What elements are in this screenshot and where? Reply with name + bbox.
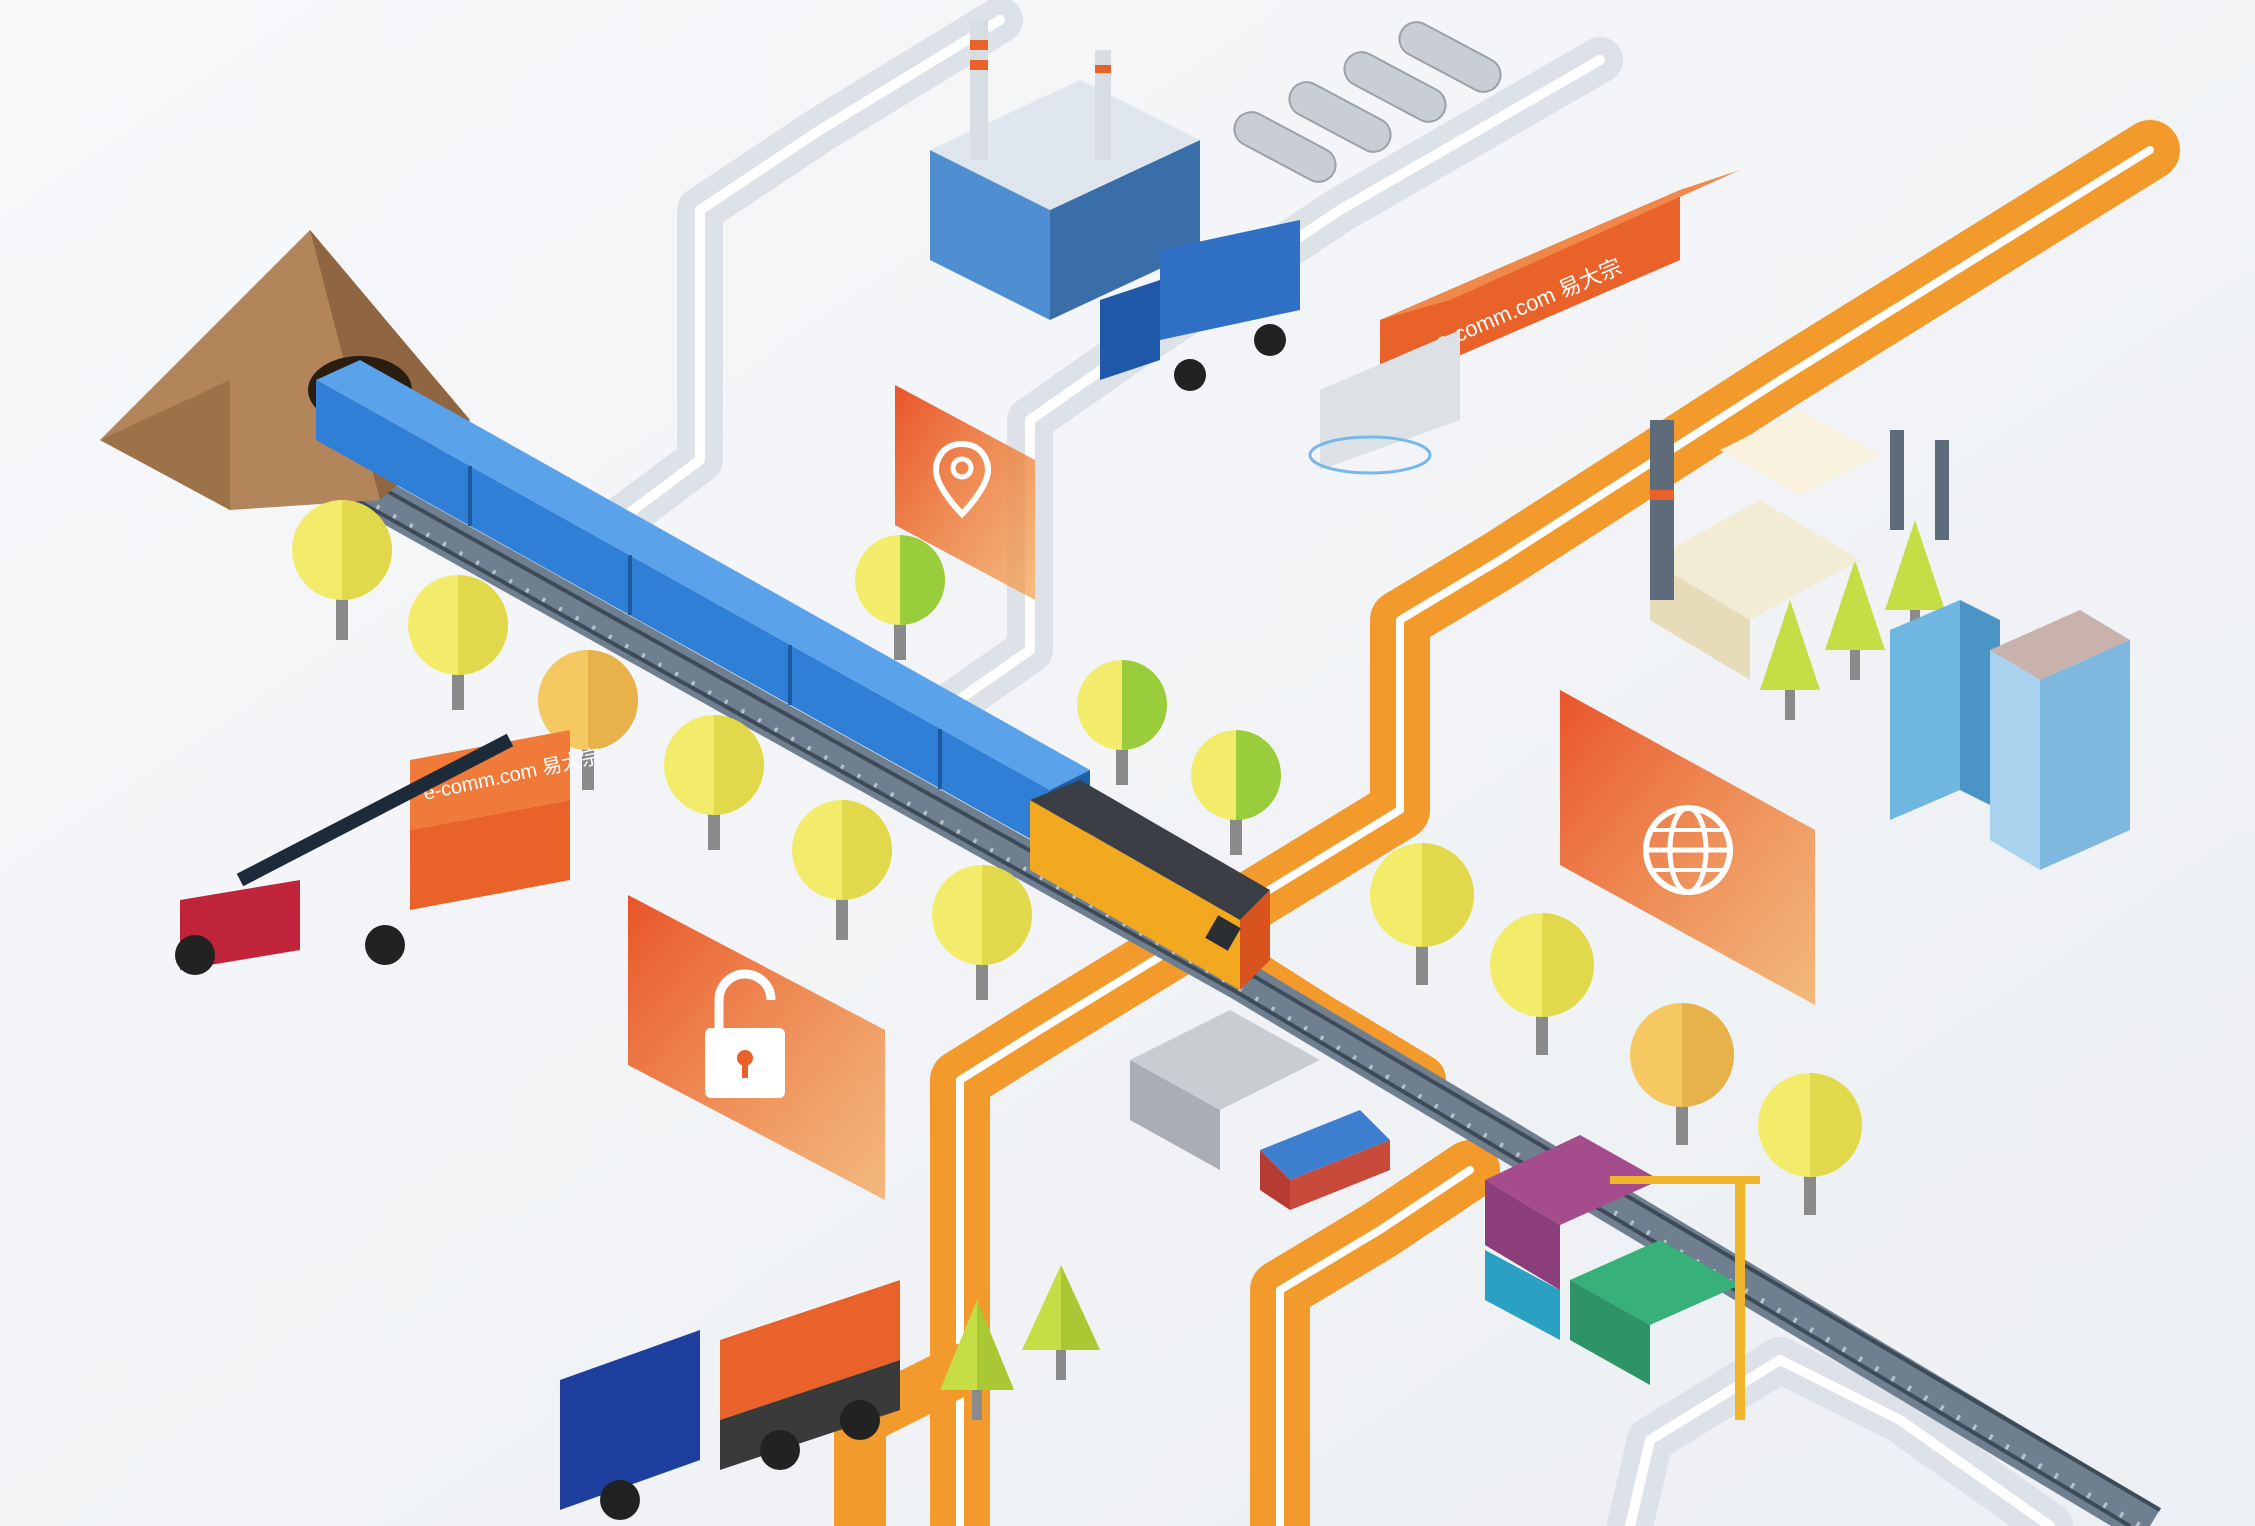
tree <box>855 535 945 660</box>
industrial-city <box>1650 410 2130 870</box>
tree <box>1370 843 1474 985</box>
global-panel[interactable] <box>1560 690 1815 1005</box>
tree <box>1490 913 1594 1055</box>
tree <box>538 650 638 790</box>
power-plant <box>930 20 1200 320</box>
locomotive <box>1030 780 1270 990</box>
tree <box>1077 660 1167 785</box>
tree <box>1630 1003 1734 1145</box>
pine-trees <box>940 520 1945 1420</box>
tree <box>664 715 764 850</box>
grey-road-network <box>597 0 2073 1526</box>
trees <box>292 500 1862 1215</box>
tree <box>932 865 1032 1000</box>
container-semi-truck <box>560 1280 900 1520</box>
tree <box>1758 1073 1862 1215</box>
location-panel[interactable] <box>895 385 1035 600</box>
steel-pipes <box>1233 21 1502 183</box>
dump-truck <box>1100 220 1300 391</box>
warehouse-buildings <box>1130 1010 1390 1210</box>
container-yard <box>1485 1135 1760 1420</box>
location-pin-icon <box>932 440 992 519</box>
padlock-icon <box>705 969 785 1098</box>
security-panel[interactable] <box>628 895 885 1200</box>
globe-icon <box>1643 805 1733 895</box>
reach-stacker: e-comm.com 易大宗 <box>175 730 603 975</box>
tree <box>292 500 392 640</box>
tree <box>792 800 892 940</box>
tree <box>1191 730 1281 855</box>
tree <box>408 575 508 710</box>
